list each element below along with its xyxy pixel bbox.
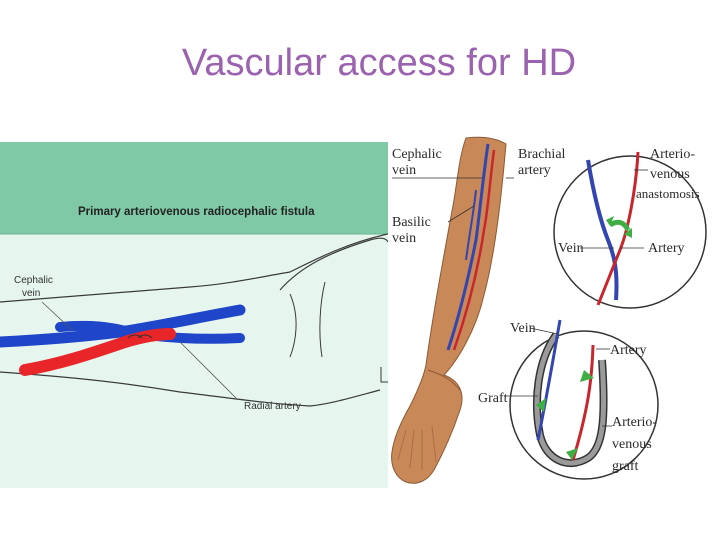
caption-band <box>0 142 388 234</box>
cephalic-vein-label-line2: vein <box>392 163 416 178</box>
radial-artery-label: Radial artery <box>244 401 301 412</box>
radiocephalic-fistula-figure: Primary arteriovenous radiocephalic fist… <box>0 142 388 488</box>
inset1-vein-label: Vein <box>558 241 584 256</box>
graft-label: Graft <box>478 391 508 406</box>
av-graft-label-line3: graft <box>612 459 639 474</box>
av-graft-inset <box>509 319 659 480</box>
inset1-artery-label: Artery <box>648 241 685 256</box>
slide-title: Vascular access for HD <box>181 42 577 84</box>
av-anastomosis-label-line2: venous <box>650 167 690 182</box>
inset2-artery-label: Artery <box>610 343 647 358</box>
av-anastomosis-label: Arterio- <box>650 147 695 162</box>
cephalic-vein-label-line2: vein <box>22 288 40 299</box>
inset2-vein-label: Vein <box>510 321 536 336</box>
av-anastomosis-label-line3: anastomosis <box>636 186 700 201</box>
brachial-artery-label-line2: artery <box>518 163 551 178</box>
brachial-artery-label: Brachial <box>518 147 566 162</box>
av-graft-label-line2: venous <box>612 437 652 452</box>
figure-caption: Primary arteriovenous radiocephalic fist… <box>78 206 315 218</box>
av-fistula-inset <box>553 151 707 309</box>
forearm-outline <box>0 233 388 407</box>
cephalic-vein-label: Cephalic <box>392 147 442 162</box>
av-access-types-figure: Cephalic vein Brachial artery Basilic ve… <box>388 130 720 492</box>
arm-illustration: Cephalic vein Brachial artery Basilic ve… <box>391 136 707 484</box>
radial-artery-vessel <box>19 328 176 376</box>
basilic-vein-label: Basilic <box>392 215 431 230</box>
fistula-illustration: Primary arteriovenous radiocephalic fist… <box>0 142 388 488</box>
av-graft-label: Arterio- <box>612 415 657 430</box>
cephalic-vein-label: Cephalic <box>14 275 53 286</box>
basilic-vein-label-line2: vein <box>392 231 416 246</box>
